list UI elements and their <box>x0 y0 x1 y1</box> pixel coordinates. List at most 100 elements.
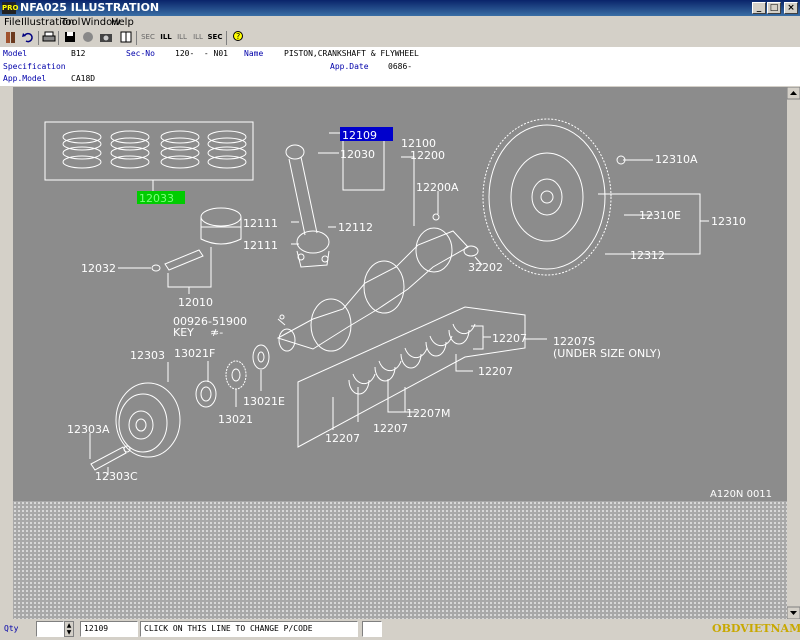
part-13021f-label: 13021F <box>174 347 215 360</box>
washer-icon <box>252 344 270 370</box>
help-icon[interactable]: ? <box>230 30 246 45</box>
book-icon[interactable] <box>118 30 134 45</box>
main-bearings-icon <box>348 323 476 395</box>
ill-button[interactable]: ILL <box>160 33 172 41</box>
undersize-note: (UNDER SIZE ONLY) <box>553 347 661 360</box>
piston-icon <box>200 207 242 245</box>
status-bar: Qty ▲▼ 12109 CLICK ON THIS LINE TO CHANG… <box>0 619 800 640</box>
maximize-button[interactable]: □ <box>767 2 781 14</box>
undo-icon[interactable] <box>20 30 36 45</box>
sec-button[interactable]: SEC <box>141 33 155 41</box>
part-info-pane: Model B12 Sec-No 120- - N01 Name PISTON,… <box>0 48 800 86</box>
piston-pin-icon <box>151 249 204 272</box>
status-extra-field <box>362 621 382 637</box>
part-12109-label: 12109 <box>342 129 377 142</box>
appdate-value: 0686- <box>388 62 413 71</box>
scroll-up-icon <box>790 91 797 95</box>
menu-tool[interactable]: Tool <box>61 17 81 28</box>
crank-sprocket-icon <box>225 360 247 390</box>
illustration-reference: A120N 0011 <box>710 489 773 500</box>
illustration-blank-area <box>13 501 787 619</box>
part-12303a-label: 12303A <box>67 423 110 436</box>
part-12207-label-d: 12207 <box>373 422 408 435</box>
piston-rings-box <box>44 121 254 181</box>
part-highlight-green <box>137 191 185 204</box>
menu-illustration[interactable]: Illustration <box>21 17 75 28</box>
menu-file[interactable]: File <box>4 17 21 28</box>
flywheel-icon <box>482 118 612 276</box>
illustration-canvas[interactable]: 12033 12109 12100 12200 12030 12200A 121… <box>13 87 787 501</box>
secno-value: 120- - N01 <box>175 49 228 58</box>
part-12310e-label: 12310E <box>639 209 681 222</box>
qty-spinner[interactable]: ▲▼ <box>64 621 74 637</box>
qty-input[interactable] <box>36 621 64 637</box>
part-12111-label-upper: 12111 <box>243 217 278 230</box>
parts-diagram: 12033 12109 12100 12200 12030 12200A 121… <box>44 118 746 483</box>
print-icon[interactable] <box>41 30 57 45</box>
appmodel-label: App.Model <box>3 74 47 83</box>
part-12030-label: 12030 <box>340 148 375 161</box>
part-32202-label: 32202 <box>468 261 503 274</box>
part-12310-label: 12310 <box>711 215 746 228</box>
part-00926-label: 00926-51900 <box>173 315 247 328</box>
ill-prev-button[interactable]: ILL <box>177 33 187 41</box>
toolbar: SEC ILL ILL ILL SEC ? <box>0 29 800 48</box>
bearings-box <box>297 306 526 448</box>
appmodel-value: CA18D <box>71 74 96 83</box>
name-value: PISTON,CRANKSHAFT & FLYWHEEL <box>284 49 419 58</box>
menu-window[interactable]: Window <box>81 17 121 28</box>
svg-text:?: ? <box>236 32 240 41</box>
part-12032-label: 12032 <box>81 262 116 275</box>
connecting-rod-icon <box>285 144 330 268</box>
piston-rings-icon <box>62 130 247 169</box>
part-12207-label-a: 12207 <box>492 332 527 345</box>
model-label: Model <box>3 49 28 58</box>
menu-bar: File Illustration Tool Window Help <box>0 16 800 29</box>
part-12010-label: 12010 <box>178 296 213 309</box>
part-12111-label-lower: 12111 <box>243 239 278 252</box>
close-button[interactable]: × <box>784 2 798 14</box>
spacer-icon <box>195 380 217 408</box>
part-highlight-blue <box>340 127 393 141</box>
app-icon: PRO <box>2 2 19 14</box>
scroll-down-icon <box>790 611 797 615</box>
ill-next-button[interactable]: ILL <box>193 33 203 41</box>
binder-icon[interactable] <box>3 30 19 45</box>
disc-icon[interactable] <box>80 30 96 45</box>
part-13021e-label: 13021E <box>243 395 285 408</box>
crank-pulley-icon <box>115 382 181 458</box>
sec-next-button[interactable]: SEC <box>207 33 223 41</box>
pulley-bolt-icon <box>90 445 131 471</box>
model-value: B12 <box>71 49 86 58</box>
title-bar: PRO NFA025 ILLUSTRATION _ □ × <box>0 0 800 16</box>
menu-help[interactable]: Help <box>111 17 134 28</box>
camera-icon[interactable] <box>98 30 114 45</box>
change-pcode-hint[interactable]: CLICK ON THIS LINE TO CHANGE P/CODE <box>140 621 358 637</box>
minimize-button[interactable]: _ <box>752 2 766 14</box>
part-12200a-label: 12200A <box>416 181 459 194</box>
left-panel <box>0 87 13 619</box>
part-12200-label: 12200 <box>410 149 445 162</box>
spec-label: Specification <box>3 62 66 71</box>
part-13021-label: 13021 <box>218 413 253 426</box>
appdate-label: App.Date <box>330 62 369 71</box>
part-12303c-label: 12303C <box>95 470 138 483</box>
part-12100-label: 12100 <box>401 137 436 150</box>
name-label: Name <box>244 49 264 58</box>
part-12207m-label: 12207M <box>406 407 450 420</box>
part-12303-label: 12303 <box>130 349 165 362</box>
crankshaft-icon <box>276 227 469 352</box>
pilot-bushing-icon <box>463 245 479 257</box>
part-code-field[interactable]: 12109 <box>80 621 138 637</box>
key-symbol: ≉- <box>210 326 223 339</box>
part-12312-label: 12312 <box>630 249 665 262</box>
vertical-scrollbar[interactable] <box>786 86 800 620</box>
save-icon[interactable] <box>62 30 78 45</box>
part-12207-label-b: 12207 <box>478 365 513 378</box>
key-label: KEY <box>173 326 194 339</box>
qty-label: Qty <box>4 624 19 633</box>
secno-label: Sec-No <box>126 49 155 58</box>
part-12112-label: 12112 <box>338 221 373 234</box>
part-12207-label-c: 12207 <box>325 432 360 445</box>
part-12033-label: 12033 <box>139 192 174 205</box>
